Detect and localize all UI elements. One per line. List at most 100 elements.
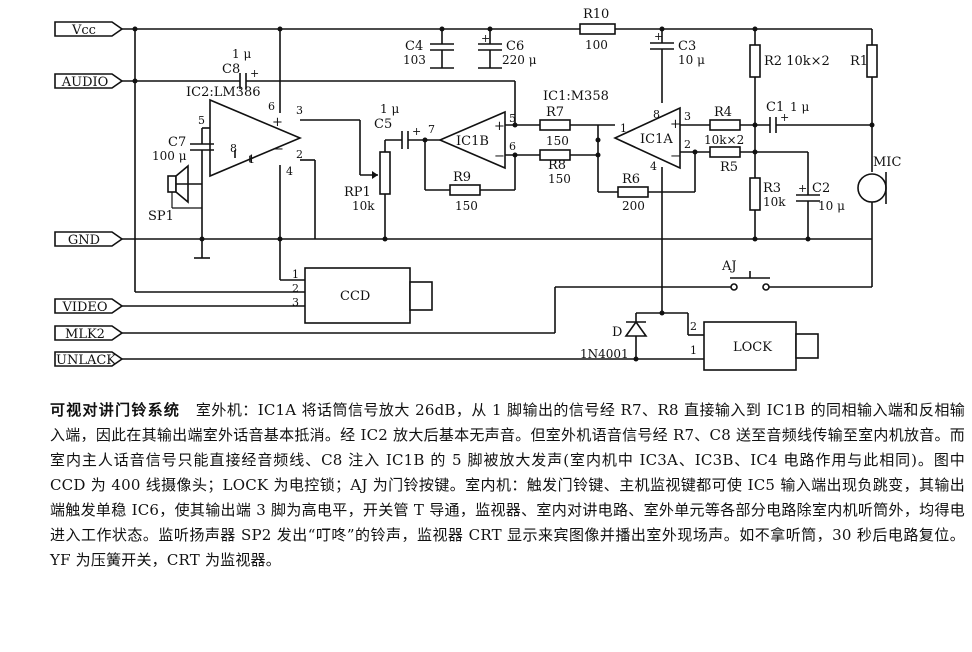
- capacitor-c7: C7 100 μ: [152, 127, 214, 239]
- svg-text:8: 8: [230, 142, 237, 155]
- svg-text:5: 5: [509, 112, 516, 125]
- resistor-r6: R6 200: [597, 152, 696, 213]
- svg-text:C8: C8: [222, 62, 240, 77]
- svg-text:+: +: [780, 111, 789, 124]
- svg-text:IC1B: IC1B: [456, 134, 489, 149]
- svg-text:+: +: [250, 67, 259, 80]
- capacitor-c3: + C3 10 μ: [650, 29, 705, 67]
- svg-text:3: 3: [292, 296, 299, 309]
- description-paragraph: 可视对讲门铃系统 室外机：IC1A 将话筒信号放大 26dB，从 1 脚输出的信…: [50, 398, 965, 573]
- svg-text:1N4001: 1N4001: [580, 347, 629, 361]
- svg-text:VIDEO: VIDEO: [61, 300, 107, 315]
- resistor-r5: R5: [709, 146, 808, 175]
- potentiometer-rp1: RP1 10k: [344, 120, 391, 239]
- svg-text:+: +: [494, 119, 505, 134]
- port-audio: AUDIO: [54, 73, 124, 90]
- svg-text:C4: C4: [405, 39, 423, 54]
- ic2-lm386: IC2:LM386 + − 5 6 3 2 8 1 4: [186, 29, 360, 239]
- svg-text:6: 6: [268, 100, 275, 113]
- port-video: VIDEO: [54, 298, 124, 315]
- svg-text:AUDIO: AUDIO: [61, 75, 109, 90]
- svg-text:10k: 10k: [352, 199, 375, 213]
- svg-text:R6: R6: [622, 172, 640, 187]
- svg-text:+: +: [481, 32, 490, 45]
- svg-text:RP1: RP1: [344, 185, 371, 200]
- svg-text:MLK2: MLK2: [65, 327, 105, 342]
- ccd-camera: CCD 1 2 3: [122, 239, 433, 324]
- capacitor-c8: 1 μ C8 +: [122, 47, 515, 89]
- diode-d: D 1N4001: [580, 310, 688, 361]
- svg-text:3: 3: [296, 104, 303, 117]
- svg-text:+: +: [654, 30, 663, 43]
- resistor-r8: R8 150: [539, 149, 598, 186]
- svg-text:R2 10k×2: R2 10k×2: [764, 54, 830, 69]
- caption-body: 室外机：IC1A 将话筒信号放大 26dB，从 1 脚输出的信号经 R7、R8 …: [50, 401, 965, 569]
- vcc-rail: [122, 26, 872, 32]
- svg-text:6: 6: [509, 140, 516, 153]
- svg-text:100 μ: 100 μ: [152, 149, 187, 163]
- svg-text:SP1: SP1: [148, 209, 174, 224]
- resistor-r3: R3 10k: [749, 177, 786, 239]
- capacitor-c4: C4 103: [403, 29, 454, 69]
- svg-text:+: +: [412, 125, 421, 138]
- svg-text:150: 150: [548, 172, 571, 186]
- doorbell-switch-aj: AJ: [122, 239, 873, 334]
- svg-text:−: −: [273, 142, 284, 157]
- svg-text:LOCK: LOCK: [733, 340, 772, 355]
- svg-text:R4: R4: [714, 105, 732, 120]
- gnd-rail: [122, 236, 872, 259]
- resistor-r10: R10 100: [579, 7, 616, 52]
- svg-text:150: 150: [546, 134, 569, 148]
- resistor-r1: R1: [850, 29, 878, 172]
- capacitor-c6: + C6 220 μ: [478, 29, 537, 69]
- svg-text:GND: GND: [68, 233, 100, 248]
- svg-text:10k×2: 10k×2: [704, 133, 744, 147]
- svg-text:200: 200: [622, 199, 645, 213]
- svg-text:IC2:LM386: IC2:LM386: [186, 85, 261, 100]
- svg-text:C7: C7: [168, 135, 186, 150]
- svg-text:C6: C6: [506, 39, 524, 54]
- svg-text:MIC: MIC: [873, 155, 901, 170]
- svg-text:2: 2: [684, 138, 691, 151]
- capacitor-c2: + C2 10 μ: [796, 152, 845, 239]
- ic1b-opamp: IC1B + − 7 5 6: [422, 110, 540, 170]
- resistor-r9: R9 150: [424, 140, 516, 213]
- svg-text:Vcc: Vcc: [71, 23, 96, 38]
- svg-text:7: 7: [428, 123, 435, 136]
- resistor-r4: R4 10k×2: [704, 105, 770, 147]
- svg-text:3: 3: [684, 110, 691, 123]
- svg-text:R8: R8: [548, 158, 566, 173]
- svg-text:1: 1: [248, 153, 255, 166]
- svg-text:IC1A: IC1A: [640, 132, 673, 147]
- svg-text:10 μ: 10 μ: [818, 199, 845, 213]
- svg-text:2: 2: [296, 148, 303, 161]
- svg-text:1: 1: [292, 268, 299, 281]
- svg-text:100: 100: [585, 38, 608, 52]
- svg-text:1: 1: [690, 344, 697, 357]
- svg-text:R3: R3: [763, 181, 781, 196]
- svg-text:−: −: [670, 149, 681, 164]
- svg-text:R5: R5: [720, 160, 738, 175]
- svg-text:10k: 10k: [763, 195, 786, 209]
- port-mlk2: MLK2: [54, 325, 124, 342]
- svg-text:10 μ: 10 μ: [678, 53, 705, 67]
- svg-text:103: 103: [403, 53, 426, 67]
- capacitor-c1: C1 1 μ +: [766, 100, 872, 133]
- svg-text:+: +: [798, 182, 807, 195]
- svg-text:−: −: [494, 149, 505, 164]
- svg-text:C5: C5: [374, 117, 392, 132]
- svg-text:CCD: CCD: [340, 289, 370, 304]
- ic1-label: IC1:M358: [543, 89, 609, 104]
- svg-text:R1: R1: [850, 54, 868, 69]
- svg-text:+: +: [272, 115, 283, 130]
- svg-text:1 μ: 1 μ: [380, 102, 399, 116]
- svg-text:R9: R9: [453, 170, 471, 185]
- svg-text:UNLACK: UNLACK: [56, 353, 116, 368]
- port-gnd: GND: [54, 231, 124, 248]
- svg-text:1 μ: 1 μ: [232, 47, 251, 61]
- svg-text:1 μ: 1 μ: [790, 100, 809, 114]
- svg-text:2: 2: [690, 320, 697, 333]
- svg-text:1: 1: [620, 122, 627, 135]
- electric-lock: LOCK 2 1: [690, 320, 819, 371]
- port-unlack: UNLACK: [54, 351, 124, 368]
